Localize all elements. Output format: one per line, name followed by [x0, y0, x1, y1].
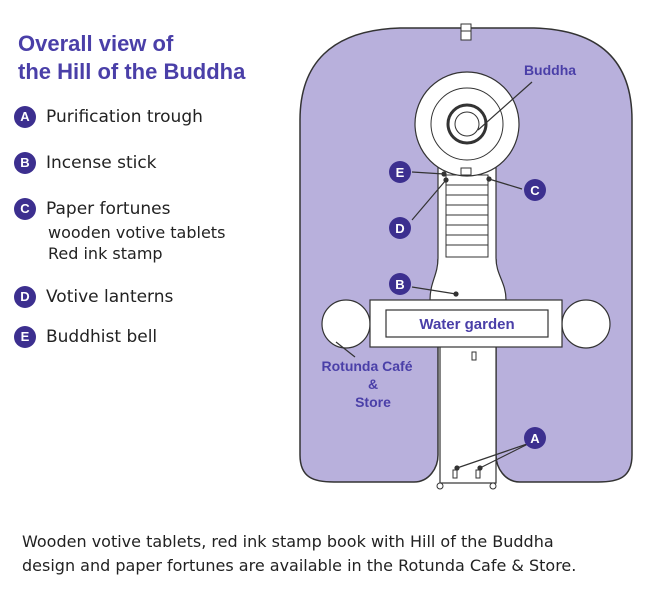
legend-label-c-1: Paper fortunes [46, 199, 171, 219]
marker-e-label: E [396, 165, 405, 180]
legend-label-b: Incense stick [46, 153, 157, 173]
legend-badge-c: C [14, 198, 36, 220]
marker-a-label: A [530, 431, 540, 446]
title-line-1: Overall view of [18, 31, 174, 56]
marker-d: D [389, 217, 411, 239]
bollard-left [436, 482, 444, 490]
water-garden-label: Water garden [419, 316, 514, 333]
lower-path [439, 344, 497, 484]
legend-label-d: Votive lanterns [46, 287, 174, 307]
legend-badge-d: D [14, 286, 36, 308]
cafe-label-line-1: Rotunda Café [322, 358, 413, 374]
marker-d-label: D [395, 221, 404, 236]
legend-label-a: Purification trough [46, 107, 203, 127]
footer-line-1: Wooden votive tablets, red ink stamp boo… [22, 532, 554, 551]
legend-badge-b: B [14, 152, 36, 174]
page-title: Overall view of the Hill of the Buddha [18, 30, 245, 86]
legend-label-c-2: wooden votive tablets [48, 223, 226, 242]
cafe-label-line-2: & [368, 376, 378, 392]
lantern-icon [471, 351, 477, 361]
stairs [445, 174, 489, 258]
marker-e: E [389, 161, 411, 183]
footer-note: Wooden votive tablets, red ink stamp boo… [22, 530, 576, 578]
bollard-right [489, 482, 497, 490]
trough-icon-left [452, 469, 458, 479]
marker-a: A [524, 427, 546, 449]
rotunda-right [561, 299, 611, 349]
water-garden-pool [385, 309, 549, 338]
title-line-2: the Hill of the Buddha [18, 59, 246, 84]
legend-badge-a: A [14, 106, 36, 128]
buddhist-bell-icon [460, 167, 472, 176]
marker-c: C [524, 179, 546, 201]
marker-b: B [389, 273, 411, 295]
trough-icon-right [475, 469, 481, 479]
legend-label-c-3: Red ink stamp [48, 244, 163, 263]
footer-line-2: design and paper fortunes are available … [22, 556, 577, 575]
marker-b-label: B [395, 277, 404, 292]
buddha-label: Buddha [524, 62, 576, 78]
buddha-statue [446, 103, 488, 145]
cafe-label-line-3: Store [355, 394, 391, 410]
buddha-statue-core [454, 111, 480, 137]
rotunda-left [321, 299, 371, 349]
marker-c-label: C [530, 183, 540, 198]
legend-badge-e: E [14, 326, 36, 348]
gate-icon [460, 23, 472, 41]
legend-label-e: Buddhist bell [46, 327, 158, 347]
leader-lines [335, 81, 533, 471]
